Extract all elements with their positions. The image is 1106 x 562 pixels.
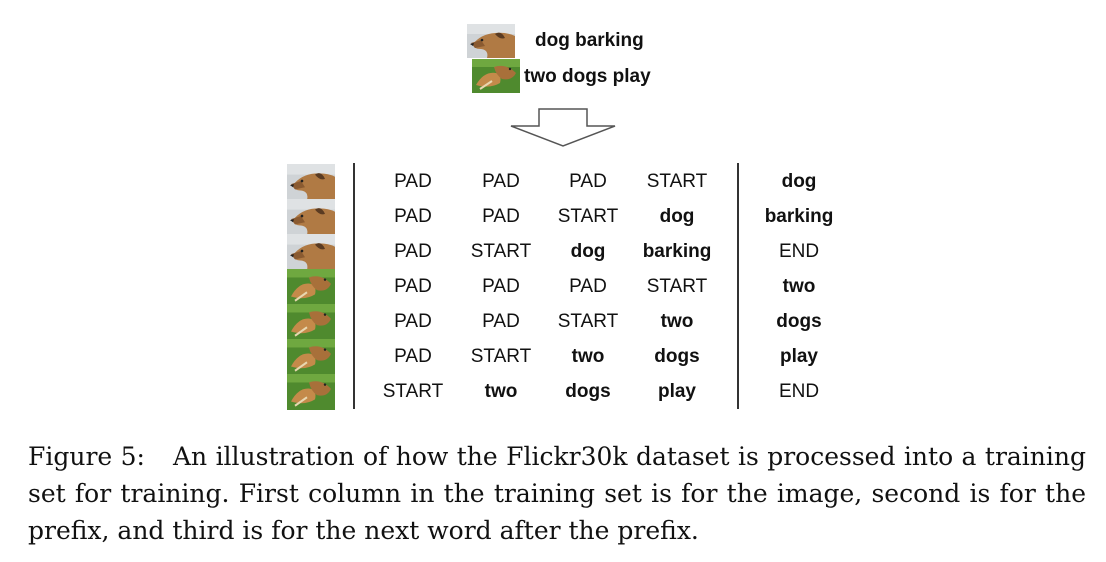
prefix-token: START bbox=[382, 381, 444, 402]
prefix-token: dogs bbox=[654, 346, 700, 367]
row-image-dog-photo bbox=[287, 234, 335, 270]
prefix-token: START bbox=[557, 206, 619, 227]
row-image-dog-photo bbox=[287, 164, 335, 200]
row-image-two-dogs-photo bbox=[287, 269, 335, 305]
prefix-token: dog bbox=[570, 241, 606, 262]
prefix-token: two bbox=[484, 381, 518, 402]
prefix-token: START bbox=[470, 241, 532, 262]
two-dogs-photo-icon bbox=[472, 59, 520, 93]
two-dogs-photo-icon bbox=[287, 374, 335, 410]
prefix-token: play bbox=[657, 381, 697, 402]
prefix-token: PAD bbox=[394, 241, 432, 262]
prefix-token: START bbox=[646, 171, 708, 192]
source-caption-1: dog barking bbox=[535, 30, 644, 51]
prefix-token: two bbox=[571, 346, 605, 367]
prefix-token: two bbox=[660, 311, 694, 332]
two-dogs-photo-icon bbox=[287, 269, 335, 305]
dog-photo-icon bbox=[287, 234, 335, 270]
dog-photo-icon bbox=[287, 164, 335, 200]
figure-label: Figure 5: bbox=[28, 442, 145, 471]
two-dogs-photo-thumbnail bbox=[472, 59, 520, 93]
prefix-token: PAD bbox=[394, 171, 432, 192]
two-dogs-photo-icon bbox=[287, 339, 335, 375]
next-word-token: dog bbox=[781, 171, 817, 192]
prefix-token: PAD bbox=[569, 276, 607, 297]
dog-photo-thumbnail bbox=[467, 24, 515, 58]
prefix-token: PAD bbox=[394, 346, 432, 367]
figure-caption: Figure 5:An illustration of how the Flic… bbox=[28, 438, 1086, 549]
column-divider-right bbox=[737, 163, 739, 409]
next-word-token: barking bbox=[764, 206, 834, 227]
prefix-token: PAD bbox=[394, 206, 432, 227]
next-word-token: END bbox=[778, 241, 820, 262]
next-word-token: dogs bbox=[776, 311, 822, 332]
prefix-token: START bbox=[646, 276, 708, 297]
row-image-two-dogs-photo bbox=[287, 304, 335, 340]
prefix-token: START bbox=[470, 346, 532, 367]
row-image-two-dogs-photo bbox=[287, 374, 335, 410]
down-arrow-icon bbox=[510, 108, 616, 147]
row-image-dog-photo bbox=[287, 199, 335, 235]
prefix-token: PAD bbox=[482, 171, 520, 192]
next-word-token: END bbox=[778, 381, 820, 402]
source-caption-2: two dogs play bbox=[524, 66, 651, 87]
two-dogs-photo-icon bbox=[287, 304, 335, 340]
prefix-token: START bbox=[557, 311, 619, 332]
dog-photo-icon bbox=[287, 199, 335, 235]
figure-caption-text: An illustration of how the Flickr30k dat… bbox=[28, 442, 1087, 545]
dog-photo-icon bbox=[467, 24, 515, 58]
next-word-token: play bbox=[779, 346, 819, 367]
next-word-token: two bbox=[782, 276, 816, 297]
prefix-token: PAD bbox=[569, 171, 607, 192]
prefix-token: dogs bbox=[565, 381, 611, 402]
prefix-token: PAD bbox=[394, 311, 432, 332]
prefix-token: PAD bbox=[482, 311, 520, 332]
prefix-token: barking bbox=[642, 241, 712, 262]
row-image-two-dogs-photo bbox=[287, 339, 335, 375]
prefix-token: PAD bbox=[482, 206, 520, 227]
prefix-token: PAD bbox=[394, 276, 432, 297]
column-divider-left bbox=[353, 163, 355, 409]
prefix-token: PAD bbox=[482, 276, 520, 297]
prefix-token: dog bbox=[659, 206, 695, 227]
